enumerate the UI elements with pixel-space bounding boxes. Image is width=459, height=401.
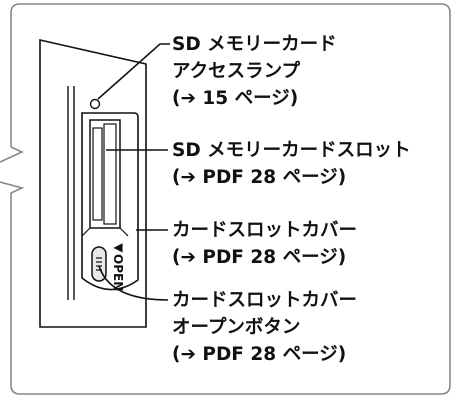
cover-callout-line2: (➔ PDF 28 ページ) [172,247,347,268]
open-label: ◀OPEN [111,240,125,292]
open-button-callout-line2: オープンボタン [172,317,301,338]
card-slot-inner [103,123,117,225]
leader-open-button [98,265,169,301]
open-button-callout-line1: カードスロットカバー [172,290,358,311]
lamp-callout-line2: アクセスランプ [172,61,301,82]
sd-card [92,127,103,221]
frame-border [10,3,451,395]
lamp-callout-line1: SD メモリーカード [172,34,337,55]
cover-callout-line1: カードスロットカバー [172,220,358,241]
slot-latch [81,227,129,237]
lamp-callout-line3: (➔ 15 ページ) [172,88,299,109]
leader-lamp [97,43,170,100]
frame-break [0,146,25,194]
open-button-callout-line3: (➔ PDF 28 ページ) [172,344,347,365]
access-lamp [89,98,101,110]
slot-callout-line1: SD メモリーカードスロット [172,140,411,161]
slot-callout-line2: (➔ PDF 28 ページ) [172,167,347,188]
